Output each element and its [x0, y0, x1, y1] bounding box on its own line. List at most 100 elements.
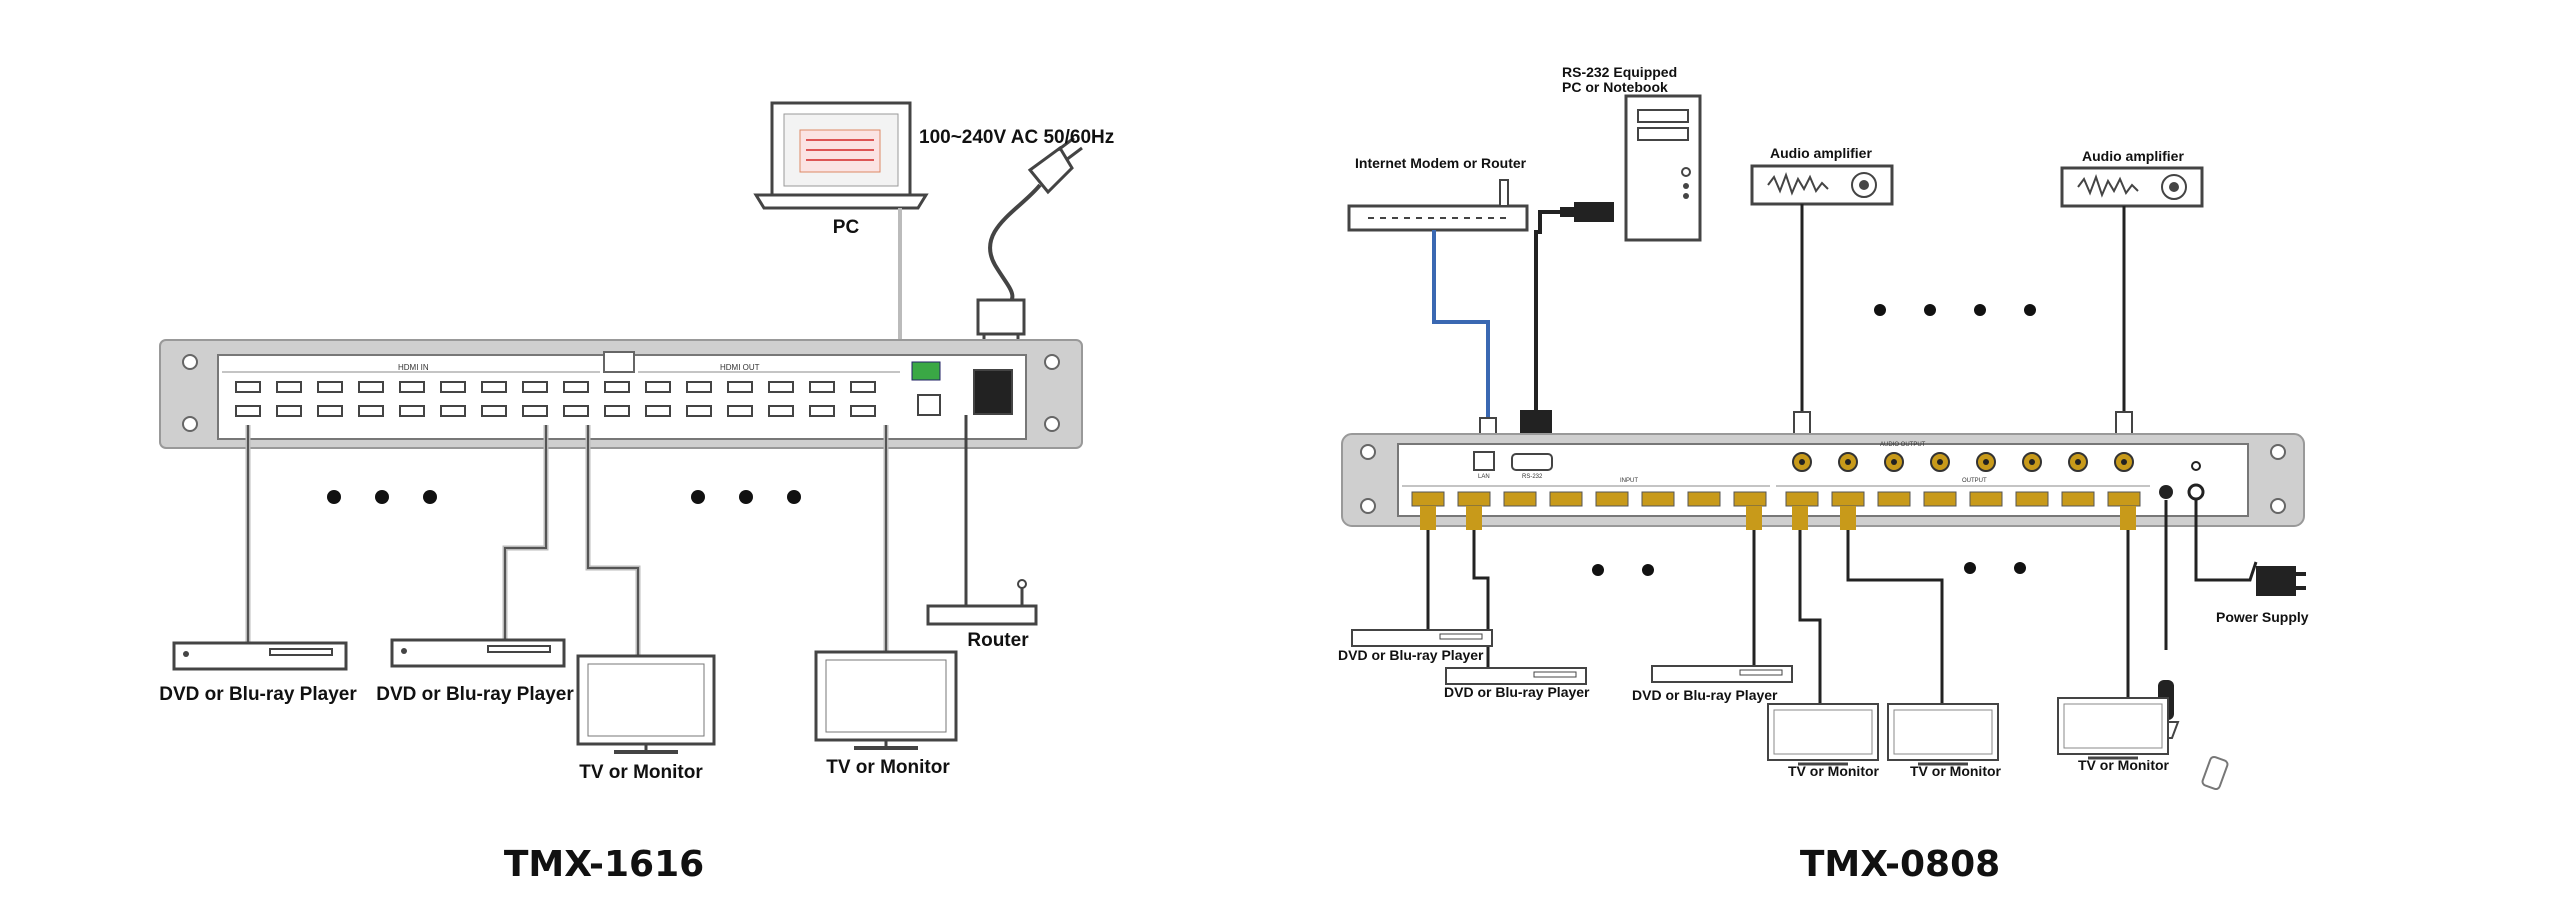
tv-monitor-icon	[814, 650, 958, 750]
pc-label: PC	[833, 217, 860, 238]
hdmi-port	[235, 381, 261, 393]
hdmi-cables	[245, 425, 889, 658]
hdmi-port-array	[235, 381, 876, 417]
hdmi-port	[481, 405, 507, 417]
power-label: 100~240V AC 50/60Hz	[919, 127, 1114, 148]
hdmi-port	[481, 381, 507, 393]
more-outputs-dot	[1974, 304, 1986, 316]
more-outputs-dot	[1964, 562, 1976, 574]
hdmi-port	[399, 381, 425, 393]
hdmi-input-port	[1411, 491, 1445, 507]
power-supply-label: Power Supply	[2216, 609, 2309, 625]
network-cable	[1432, 230, 1490, 418]
dvd-player-icon	[1651, 665, 1793, 683]
model-caption-tmx-1616: TMX-1616	[504, 844, 704, 885]
hdmi-port	[850, 405, 876, 417]
hdmi-port	[809, 405, 835, 417]
audio-jack-center	[1983, 459, 1989, 465]
hdmi-port	[276, 405, 302, 417]
hdmi-input-port	[1457, 491, 1491, 507]
more-outputs-dot	[1924, 304, 1936, 316]
hdmi-in-label: HDMI IN	[398, 363, 429, 372]
power-led	[2191, 461, 2201, 471]
hdmi-port	[727, 381, 753, 393]
dvd-player-label: DVD or Blu-ray Player	[1444, 684, 1590, 700]
lan-port-label: LAN	[1478, 474, 1490, 480]
tv-monitor-icon	[1887, 703, 1999, 766]
lan-port	[1473, 451, 1495, 471]
hdmi-port	[276, 381, 302, 393]
hdmi-cables	[1426, 500, 2258, 706]
rs232-pc-label-line2: PC or Notebook	[1562, 79, 1668, 95]
hdmi-input-port	[1687, 491, 1721, 507]
audio-amplifier-icon	[2060, 166, 2204, 208]
ethernet-port	[917, 394, 941, 416]
hdmi-port	[522, 381, 548, 393]
more-outputs-dot	[2024, 304, 2036, 316]
hdmi-port-array	[1411, 491, 2141, 507]
tv-monitor-icon	[1767, 703, 1879, 766]
hdmi-port	[686, 381, 712, 393]
audio-amplifier-label: Audio amplifier	[2082, 148, 2184, 164]
hdmi-output-port	[2015, 491, 2049, 507]
diagram-tmx-0808: RS-232 Equipped PC or Notebook Internet …	[1338, 64, 2309, 885]
dvd-player-label: DVD or Blu-ray Player	[159, 684, 357, 705]
dvd-player-icon	[1351, 629, 1493, 647]
tv-monitor-label: TV or Monitor	[1788, 763, 1880, 779]
more-outputs-dot	[1874, 304, 1886, 316]
audio-amplifier-label: Audio amplifier	[1770, 145, 1872, 161]
rs232-port	[1511, 453, 1553, 471]
db9-connector-icon	[1560, 202, 1614, 222]
hdmi-port	[604, 405, 630, 417]
tv-monitor-icon	[2057, 697, 2169, 760]
power-plug-icon	[976, 136, 1083, 376]
input-label: INPUT	[1620, 478, 1638, 484]
modem-router-icon	[1347, 179, 1529, 232]
audio-jack-center	[1799, 459, 1805, 465]
dvd-player-label: DVD or Blu-ray Player	[1632, 687, 1778, 703]
hdmi-output-port	[2061, 491, 2095, 507]
hdmi-port	[563, 381, 589, 393]
audio-output-jacks	[1792, 452, 2134, 472]
hdmi-port	[563, 405, 589, 417]
dvd-player-label: DVD or Blu-ray Player	[1338, 647, 1484, 663]
more-inputs-dot	[327, 490, 341, 504]
hdmi-output-port	[1831, 491, 1865, 507]
hdmi-input-port	[1503, 491, 1537, 507]
hdmi-output-port	[2107, 491, 2141, 507]
hdmi-output-port	[1969, 491, 2003, 507]
more-inputs-dot	[1592, 564, 1604, 576]
hdmi-port	[809, 381, 835, 393]
hdmi-output-port	[1785, 491, 1819, 507]
terminal-block	[911, 361, 941, 381]
hdmi-cables-core	[247, 425, 887, 658]
hdmi-port	[522, 405, 548, 417]
hdmi-port	[727, 405, 753, 417]
audio-jack-center	[1845, 459, 1851, 465]
router-label: Router	[967, 630, 1029, 651]
hdmi-port	[645, 405, 671, 417]
hdmi-port	[686, 405, 712, 417]
dc-power-jack	[2187, 483, 2205, 501]
hdmi-input-port	[1733, 491, 1767, 507]
model-caption-tmx-0808: TMX-0808	[1800, 844, 2000, 885]
more-outputs-dot	[691, 490, 705, 504]
laptop-pc-icon	[753, 101, 929, 210]
power-supply-icon	[2256, 566, 2306, 596]
audio-output-label: AUDIO OUTPUT	[1880, 442, 1926, 448]
output-label: OUTPUT	[1962, 478, 1987, 484]
audio-jack-center	[1891, 459, 1897, 465]
more-inputs-dot	[1642, 564, 1654, 576]
ir-jack	[2159, 485, 2173, 499]
hdmi-input-port	[1641, 491, 1675, 507]
hdmi-output-port	[1923, 491, 1957, 507]
modem-label: Internet Modem or Router	[1355, 155, 1527, 171]
tmx-1616-front-panel: HDMI IN HDMI OUT	[159, 339, 1083, 449]
more-outputs-dot	[2014, 562, 2026, 574]
audio-jack-center	[1937, 459, 1943, 465]
dvd-player-label: DVD or Blu-ray Player	[376, 684, 574, 705]
hdmi-output-port	[1877, 491, 1911, 507]
rs232-cable	[1534, 210, 1566, 410]
hdmi-port	[317, 381, 343, 393]
